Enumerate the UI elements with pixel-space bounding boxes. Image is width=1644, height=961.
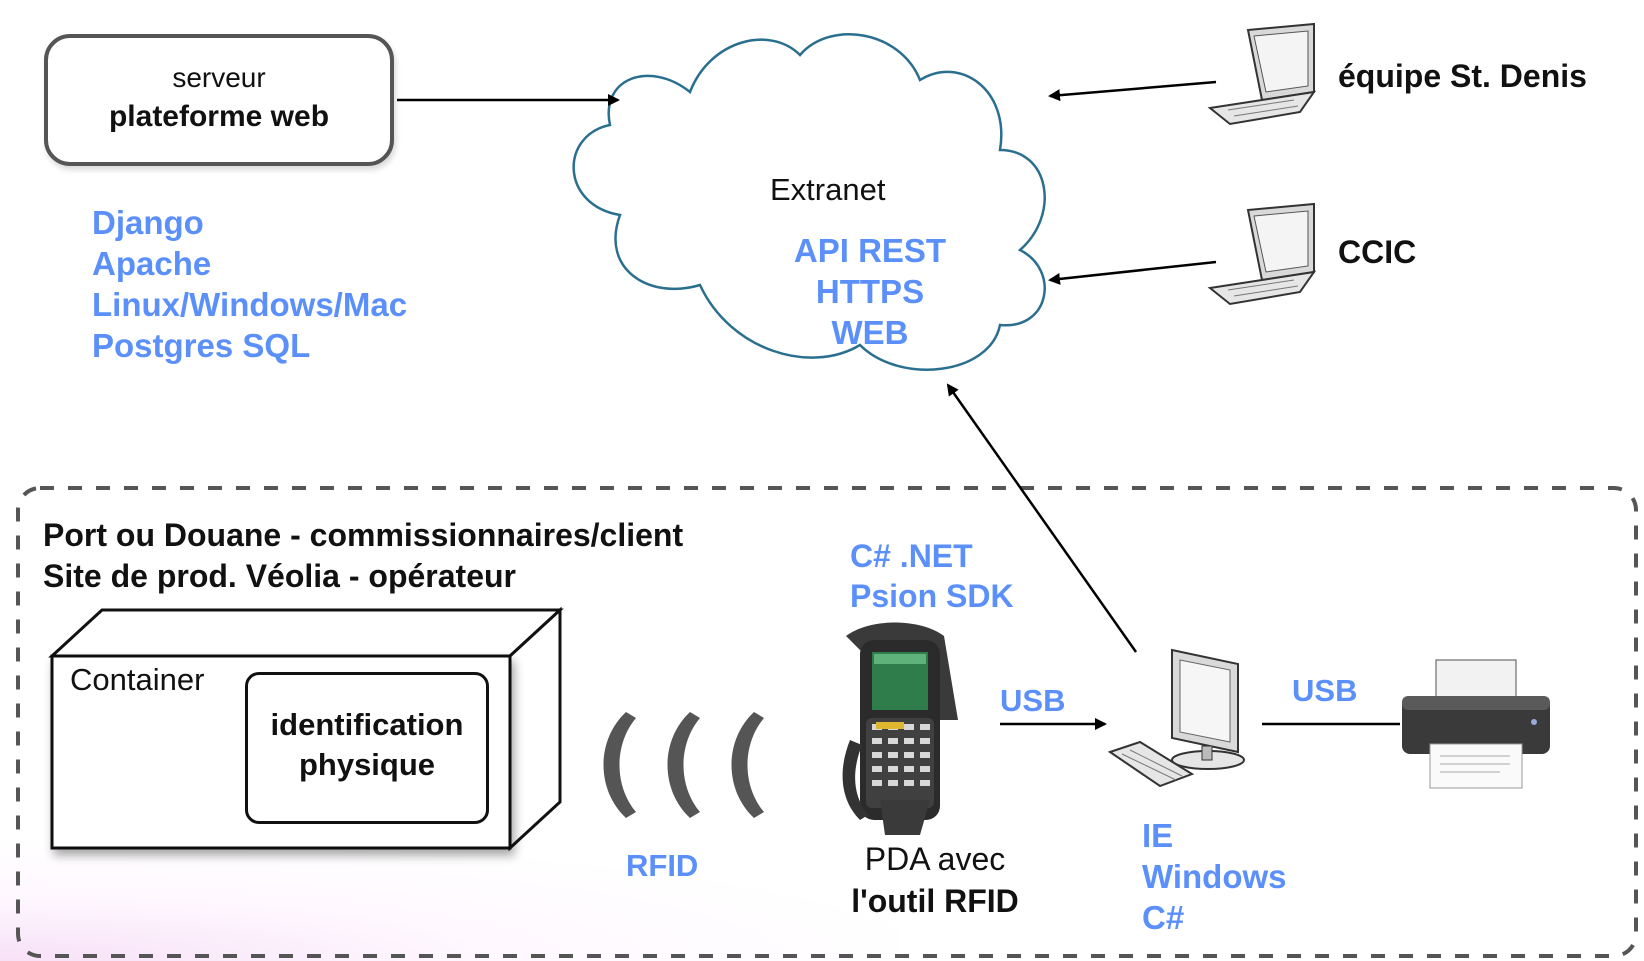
extranet-cloud <box>572 33 1046 371</box>
server-platform-label: plateforme web <box>108 100 330 133</box>
pda-tech-list: C# .NET Psion SDK <box>850 536 1014 616</box>
site-boundary <box>16 486 1638 958</box>
user-label-st-denis: équipe St. Denis <box>1338 58 1587 94</box>
container-label: Container <box>70 662 205 697</box>
rfid-label: RFID <box>626 848 699 883</box>
pc-tech-list: IE Windows C# <box>1142 815 1287 938</box>
desktop-computer-icon <box>1107 648 1245 788</box>
pda-tech-item: C# .NET <box>850 538 973 574</box>
cloud-title: Extranet <box>770 172 886 207</box>
usb-label-pc-printer: USB <box>1292 673 1358 708</box>
cloud-tech-item: API REST <box>793 232 947 269</box>
cloud-tech-item: WEB <box>831 314 909 351</box>
rfid-waves-icon <box>603 712 764 818</box>
server-tech-item: Django <box>92 204 204 241</box>
pda-device-icon <box>842 622 958 835</box>
pda-label-line-2: l'outil RFID <box>851 883 1019 919</box>
laptop-icon <box>1207 202 1317 306</box>
identification-line-2: physique <box>298 747 436 782</box>
usb-label-pda-pc: USB <box>1000 683 1066 718</box>
user2-to-cloud-arrow <box>1048 260 1217 285</box>
identification-box: identification physique <box>245 672 489 824</box>
server-tech-list: Django Apache Linux/Windows/Mac Postgres… <box>92 202 407 366</box>
cloud-tech-item: HTTPS <box>815 273 925 310</box>
identification-line-1: identification <box>270 707 464 742</box>
server-label: serveur <box>172 62 266 93</box>
printer-icon <box>1402 659 1550 789</box>
pc-tech-item: C# <box>1142 899 1185 936</box>
identification-text: identification physique <box>248 705 486 785</box>
server-tech-item: Apache <box>92 245 212 282</box>
pda-tech-item: Psion SDK <box>850 578 1014 614</box>
pda-label: PDA avec l'outil RFID <box>820 838 1050 922</box>
server-tech-item: Linux/Windows/Mac <box>92 286 408 323</box>
pc-to-cloud-arrow <box>946 383 1138 653</box>
laptop-icon <box>1207 22 1317 126</box>
site-line-1: Port ou Douane - commissionnaires/client <box>43 517 684 553</box>
server-tech-item: Postgres SQL <box>92 327 311 364</box>
site-line-2: Site de prod. Véolia - opérateur <box>43 558 516 594</box>
user-label-ccic: CCIC <box>1338 234 1417 270</box>
pc-tech-item: IE <box>1142 817 1174 854</box>
site-heading: Port ou Douane - commissionnaires/client… <box>43 515 683 597</box>
pc-tech-item: Windows <box>1142 858 1287 895</box>
cloud-tech-list: API REST HTTPS WEB <box>760 230 980 353</box>
server-box: serveur plateforme web <box>44 34 394 166</box>
pda-label-line-1: PDA avec <box>864 841 1006 877</box>
user1-to-cloud-arrow <box>1048 80 1217 102</box>
